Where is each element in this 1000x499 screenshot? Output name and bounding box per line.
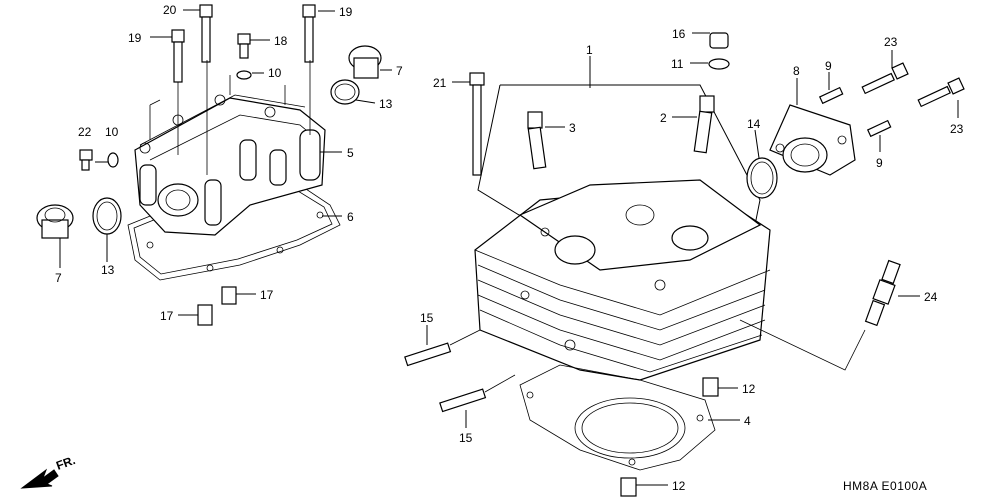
- bolt-20: [199, 4, 213, 63]
- callout-23-top: 23: [884, 35, 898, 49]
- leader-lines: [59, 9, 959, 486]
- callout-2: 2: [660, 111, 667, 125]
- callout-7-left: 7: [55, 271, 62, 285]
- callout-15-upper: 15: [420, 311, 434, 325]
- callout-12-lower: 12: [672, 479, 686, 493]
- callout-6: 6: [347, 210, 354, 224]
- callout-17-right: 17: [260, 288, 274, 302]
- o-ring-14: [746, 157, 778, 199]
- washer-10-side: [107, 152, 119, 168]
- callout-22: 22: [78, 125, 92, 139]
- callout-19-left: 19: [128, 31, 142, 45]
- plug-7-left: [36, 204, 74, 239]
- front-direction-indicator: FR.: [20, 453, 77, 489]
- bolt-22: [79, 149, 93, 171]
- callout-13-right: 13: [379, 97, 393, 111]
- stud-9-bottom: [866, 119, 892, 138]
- callout-17-left: 17: [160, 309, 174, 323]
- plug-7-right: [348, 45, 382, 79]
- bolt-23-left: [861, 62, 909, 95]
- stud-15-upper: [404, 342, 452, 367]
- callout-23-right: 23: [950, 122, 964, 136]
- callout-12-upper: 12: [742, 382, 756, 396]
- callout-7-right: 7: [396, 64, 403, 78]
- dowel-17-b: [197, 304, 213, 326]
- callout-10-top: 10: [268, 66, 282, 80]
- cylinder-head-assembly: [404, 32, 965, 497]
- washer-10-top: [236, 70, 252, 80]
- callout-1: 1: [586, 43, 593, 57]
- callout-10-side: 10: [105, 125, 119, 139]
- bolt-18: [237, 33, 251, 59]
- bolt-23-right: [917, 77, 965, 108]
- spark-plug-24: [864, 259, 901, 327]
- callout-15-lower: 15: [459, 431, 473, 445]
- callout-18: 18: [274, 34, 288, 48]
- front-arrow-icon: [20, 468, 59, 489]
- cap-16: [709, 32, 729, 49]
- callout-24: 24: [924, 290, 938, 304]
- head-cover: [134, 97, 326, 236]
- callout-20: 20: [163, 3, 177, 17]
- callout-3: 3: [569, 121, 576, 135]
- dowel-17-a: [221, 286, 237, 305]
- callout-4: 4: [744, 414, 751, 428]
- insulator-8: [769, 104, 856, 176]
- callout-8: 8: [793, 64, 800, 78]
- drawing-code: HM8A E0100A: [843, 479, 927, 493]
- stud-9-top: [818, 86, 844, 105]
- bolt-19-left: [171, 29, 185, 83]
- callout-21: 21: [433, 76, 447, 90]
- callout-9-top: 9: [825, 59, 832, 73]
- dowel-12-upper: [702, 377, 719, 397]
- head-cover-assembly: [36, 4, 382, 326]
- valve-guide-2: [693, 95, 715, 154]
- callout-13-left: 13: [101, 263, 115, 277]
- callout-labels: 20 19 19 18 10 10 7 7 13 13 22 5 6 17 17…: [55, 3, 964, 493]
- stud-15-lower: [439, 388, 487, 413]
- callout-5: 5: [347, 146, 354, 160]
- bolt-19-right: [302, 4, 316, 63]
- head-gasket: [519, 364, 716, 471]
- callout-14: 14: [747, 117, 761, 131]
- callout-19-right: 19: [339, 5, 353, 19]
- callout-9-bottom: 9: [876, 156, 883, 170]
- bolt-21: [469, 72, 485, 176]
- washer-11: [708, 58, 730, 70]
- callout-16: 16: [672, 27, 686, 41]
- front-label: FR.: [54, 453, 77, 473]
- callout-11: 11: [671, 57, 684, 71]
- valve-guide-3: [527, 111, 547, 170]
- dowel-12-lower: [620, 477, 637, 497]
